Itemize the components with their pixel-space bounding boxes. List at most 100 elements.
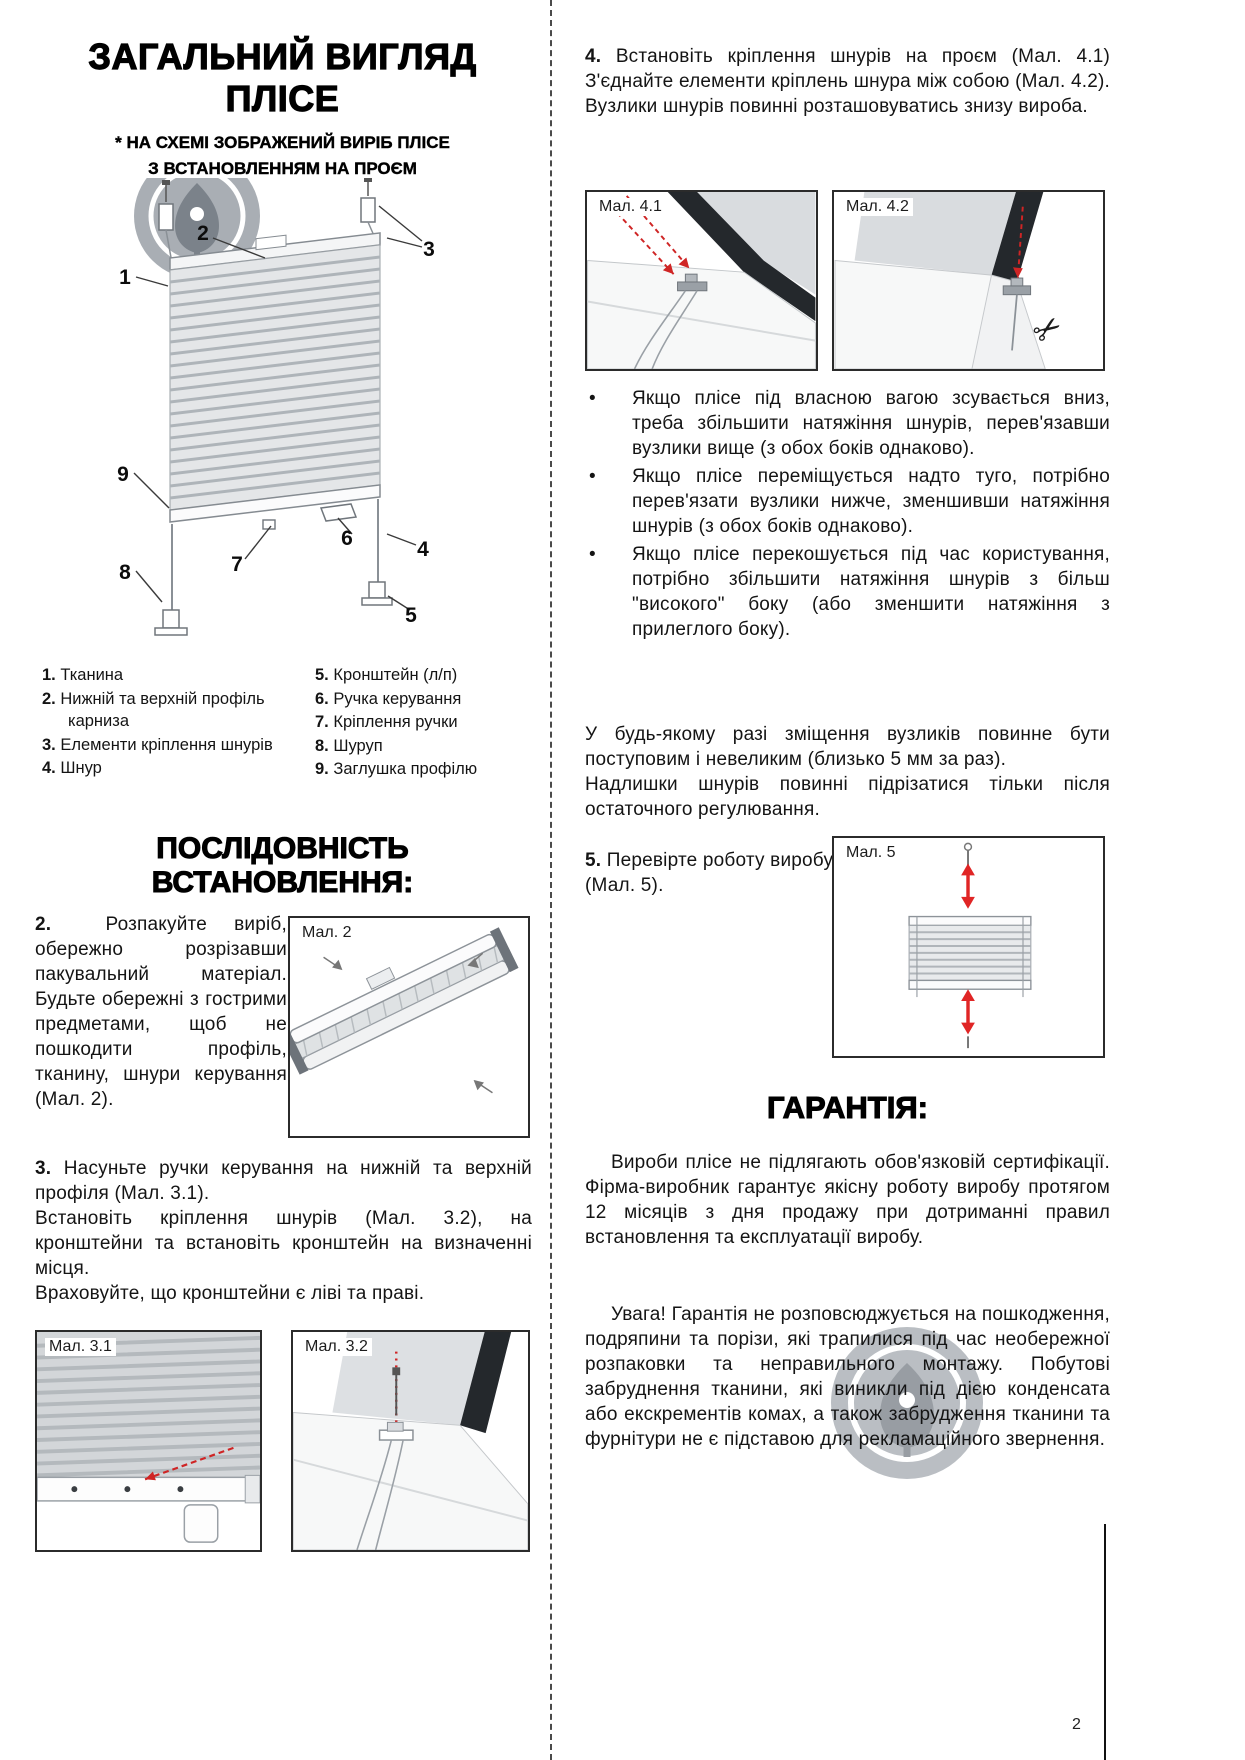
callout-numbers: 1 2 3 4 5 6 7 8 9 — [117, 222, 435, 627]
legend-text: Кріплення ручки — [333, 713, 458, 731]
step-3-text: 3. Насуньте ручки керування на нижній та… — [35, 1156, 532, 1306]
top-profile — [169, 232, 381, 271]
callout-3: 3 — [423, 238, 435, 261]
figure-4-1-label: Мал. 4.1 — [595, 198, 666, 216]
legend-item: 4. Шнур — [42, 757, 300, 780]
list-item: • Якщо плісе переміщується надто туго, по… — [585, 464, 1110, 539]
legend-item: 3. Елементи кріплення шнурів — [42, 734, 300, 757]
page-margin-rule — [1104, 1524, 1106, 1760]
callout-1: 1 — [119, 266, 131, 289]
warranty-paragraph-1: Вироби плісе не підлягають обов'язковій … — [585, 1152, 1110, 1248]
legend-text: Заглушка профілю — [333, 760, 478, 778]
page-subtitle: * НА СХЕМІ ЗОБРАЖЕНИЙ ВИРІБ ПЛІСЕ З ВСТА… — [35, 130, 530, 182]
cords-and-brackets — [154, 499, 393, 636]
legend-item: 1. Тканина — [42, 664, 300, 687]
legend-num: 9. — [315, 760, 329, 778]
step-5-body: Перевірте роботу виробу (Мал. 5). — [585, 850, 834, 896]
packed-blind-illustration — [290, 927, 519, 1094]
page-number: 2 — [1072, 1716, 1081, 1733]
page-title: ЗАГАЛЬНИЙ ВИГЛЯД ПЛІСЕ — [35, 35, 530, 120]
figure-2: Мал. 2 — [288, 916, 530, 1138]
legend-column-2: 5. Кронштейн (л/п) 6. Ручка керування 7.… — [315, 664, 534, 782]
callout-2: 2 — [197, 222, 209, 245]
unpack-arrows — [323, 952, 493, 1094]
callout-5: 5 — [405, 604, 417, 627]
legend-column-1: 1. Тканина 2. Нижній та верхній профіль … — [42, 664, 300, 781]
legend-num: 8. — [315, 736, 329, 755]
operation-check-illustration — [908, 842, 1032, 1049]
legend-item: 7. Кріплення ручки — [315, 711, 534, 734]
legend-num: 4. — [42, 759, 56, 777]
figure-2-label: Мал. 2 — [298, 924, 356, 942]
page-subtitle-line2: З ВСТАНОВЛЕННЯМ НА ПРОЄМ — [148, 159, 417, 178]
bullet-text: Якщо плісе під власною вагою зсувається … — [632, 388, 1110, 459]
step-4-text: 4. Встановіть кріплення шнурів на проєм … — [585, 44, 1110, 119]
bullet-text: Якщо плісе переміщується надто туго, пот… — [632, 466, 1110, 537]
legend-text: Елементи кріплення шнурів — [60, 735, 273, 754]
figure-3-1: Мал. 3.1 — [35, 1330, 262, 1552]
callout-9: 9 — [117, 463, 129, 486]
list-item: •Якщо плісе перекошується під час корист… — [585, 542, 1110, 642]
pleated-fabric — [169, 244, 381, 523]
legend-text: Ручка керування — [333, 689, 462, 708]
column-divider — [550, 0, 552, 1760]
bullet-dot: • — [589, 466, 596, 487]
figure-3-2-label: Мал. 3.2 — [301, 1338, 372, 1356]
step-3-paragraph-3: Враховуйте, що кронштейни є ліві та прав… — [35, 1283, 425, 1304]
figure-4-2-label: Мал. 4.2 — [842, 198, 913, 216]
note-paragraph-1: У будь-якому разі зміщення вузликів пови… — [585, 724, 1110, 770]
handle-mounting-illustration — [37, 1332, 260, 1543]
legend-text: Нижній та верхній профіль карниза — [60, 689, 265, 731]
figure-5: Мал. 5 — [832, 836, 1105, 1058]
callout-leader-lines — [133, 205, 423, 611]
page-subtitle-line1: * НА СХЕМІ ЗОБРАЖЕНИЙ ВИРІБ ПЛІСЕ — [115, 133, 450, 152]
legend-num: 2. — [42, 689, 56, 708]
brand-watermark-icon — [831, 1327, 983, 1479]
legend-item: 9. Заглушка профілю — [315, 758, 534, 781]
figure-3-1-label: Мал. 3.1 — [45, 1338, 116, 1356]
callout-4: 4 — [417, 538, 429, 561]
legend-num: 7. — [315, 713, 329, 731]
bullet-dot: • — [589, 388, 596, 409]
cord-fixing-window-illustration-2: ✂ — [834, 192, 1070, 369]
legend-item: 8. Шуруп — [315, 735, 534, 758]
step-2-body: Розпакуйте виріб, обережно розрізавши па… — [35, 914, 287, 1110]
figure-4-1: Мал. 4.1 — [585, 190, 818, 371]
step-5-text: 5. Перевірте роботу виробу (Мал. 5). — [585, 848, 835, 898]
callout-6: 6 — [341, 527, 353, 550]
pleated-blind-overview-diagram: 1 2 3 4 5 6 7 8 9 — [117, 178, 435, 636]
sequence-heading: ПОСЛІДОВНІСТЬ ВСТАНОВЛЕННЯ: — [151, 831, 414, 899]
callout-8: 8 — [119, 561, 131, 584]
bullet-text: Якщо плісе перекошується під час користу… — [632, 544, 1110, 640]
top-hangers — [158, 178, 376, 264]
figure-3-2: Мал. 3.2 — [291, 1330, 530, 1552]
step-2-number: 2. — [35, 914, 52, 935]
adjustment-tips-list: • Якщо плісе під власною вагою зсувається… — [585, 386, 1110, 645]
step-3-paragraph-2: Встановіть кріплення шнурів (Мал. 3.2), … — [35, 1208, 532, 1279]
step-3-body-1: Насуньте ручки керування на нижній та ве… — [35, 1158, 532, 1204]
step-4-number: 4. — [585, 46, 602, 67]
warranty-heading: ГАРАНТІЯ: — [766, 1089, 928, 1125]
legend-item: 2. Нижній та верхній профіль карниза — [42, 688, 300, 733]
legend-text: Кронштейн (л/п) — [333, 666, 458, 684]
step-4-body: Встановіть кріплення шнурів на проєм (Ма… — [585, 46, 1111, 117]
step-3-paragraph-1: 3. Насуньте ручки керування на нижній та… — [35, 1156, 532, 1206]
step-3-number: 3. — [35, 1158, 52, 1179]
adjustment-note: У будь-якому разі зміщення вузликів пови… — [585, 722, 1110, 822]
figure-4-2: Мал. 4.2 ✂ — [832, 190, 1105, 371]
warranty-paragraph-2: Увага! Гарантія не розповсюджується на п… — [585, 1304, 1110, 1450]
cord-bracket-window-illustration — [293, 1332, 528, 1550]
legend-num: 3. — [42, 735, 56, 754]
legend-num: 5. — [315, 666, 329, 684]
legend-text: Шуруп — [333, 736, 383, 755]
legend-text: Тканина — [60, 666, 124, 684]
legend-num: 6. — [315, 689, 329, 708]
step-2-text: 2. Розпакуйте виріб, обережно розрізавши… — [35, 912, 287, 1112]
legend-num: 1. — [42, 666, 56, 684]
cord-fixing-window-illustration-1 — [587, 192, 816, 369]
list-item: • Якщо плісе під власною вагою зсувається… — [585, 386, 1110, 461]
page-title-line2: ПЛІСЕ — [225, 77, 340, 119]
legend-item: 5. Кронштейн (л/п) — [315, 664, 534, 687]
legend-item: 6. Ручка керування — [315, 688, 534, 711]
